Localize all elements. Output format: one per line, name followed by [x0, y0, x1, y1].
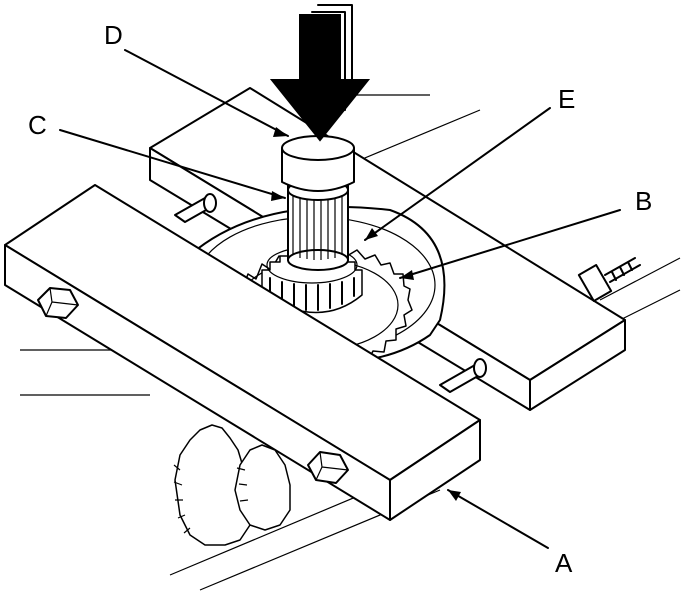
- callout-b: B: [635, 186, 652, 216]
- cap-d: [281, 135, 355, 192]
- callout-a: A: [555, 548, 573, 578]
- leader-e: [364, 107, 551, 241]
- front-press-bar-a: [4, 184, 481, 521]
- threaded-rod: [577, 257, 641, 302]
- leader-b: [399, 209, 621, 279]
- leader-a: [447, 489, 549, 549]
- guide-rod-right: [439, 358, 487, 393]
- shaft-c: [287, 179, 349, 271]
- leader-d: [124, 49, 289, 137]
- callout-d: D: [104, 20, 123, 50]
- hex-bolt-right: [307, 451, 349, 484]
- press-arrow: [269, 4, 371, 142]
- callout-c: C: [28, 110, 47, 140]
- leader-lines: [59, 49, 621, 549]
- callout-e: E: [558, 84, 575, 114]
- lower-gears: [173, 424, 291, 546]
- leader-c: [59, 129, 286, 199]
- guide-rod-left: [174, 193, 217, 223]
- hex-bolt-left: [37, 287, 79, 319]
